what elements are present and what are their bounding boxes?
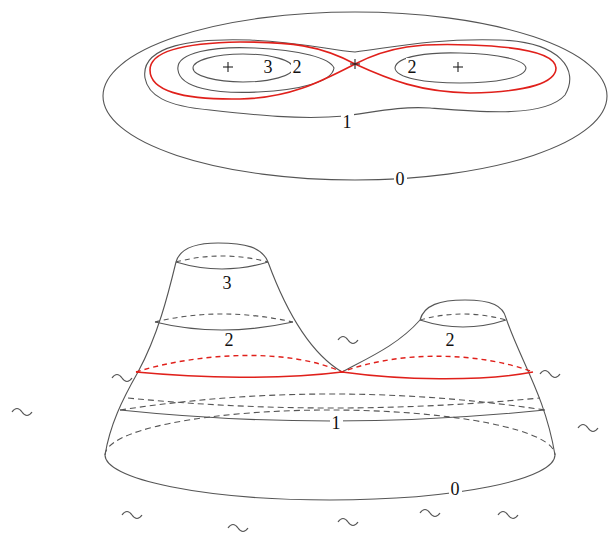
height-level: 0 (449, 480, 462, 498)
contour-3 (193, 54, 293, 82)
height-level: 2 (223, 331, 236, 349)
height-level: 2 (444, 331, 457, 349)
contour-1 (145, 40, 570, 118)
base-front (105, 455, 555, 500)
contour-level: 2 (291, 58, 304, 76)
contour-2-right (395, 53, 526, 83)
contour-2-front-right (420, 320, 506, 327)
separatrix-contour (150, 42, 556, 99)
contour-level: 3 (262, 58, 275, 76)
contour-level: 2 (406, 58, 419, 76)
contour-2-back-right (420, 314, 506, 320)
contour-3-back (176, 256, 268, 262)
water-waves (12, 337, 598, 532)
separatrix-front (136, 372, 533, 379)
contour-level: 0 (394, 170, 407, 188)
contour-3-front (176, 262, 268, 269)
contour-1-back (120, 394, 545, 410)
height-level: 3 (221, 274, 234, 292)
base-back (105, 410, 555, 455)
contour-2-back-left (155, 314, 293, 322)
separatrix-back (136, 355, 533, 372)
critical-point-marks (223, 59, 463, 72)
height-level: 1 (330, 414, 343, 432)
surface-outline (105, 243, 555, 455)
contour-level: 1 (341, 113, 354, 131)
contour-2-front-left (155, 322, 293, 330)
contour-0 (103, 12, 607, 180)
contour-1b-back (128, 398, 540, 408)
